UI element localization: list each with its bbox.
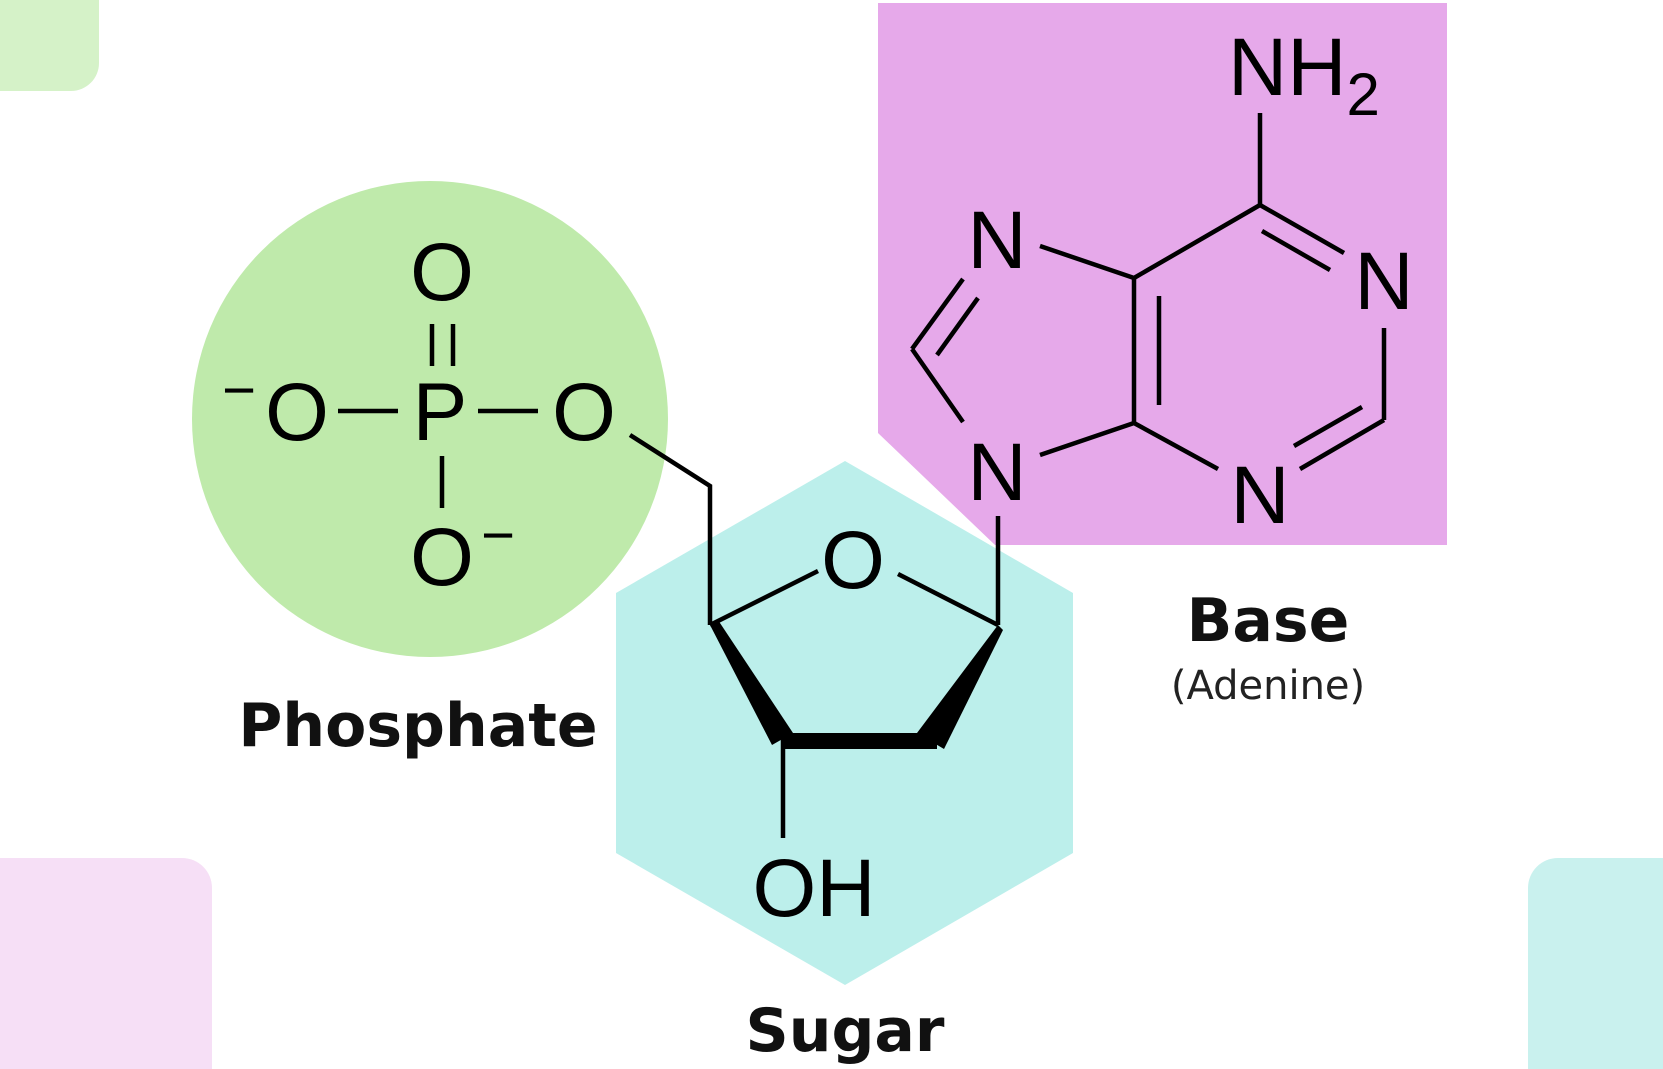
wedge-c4-c3 bbox=[710, 620, 793, 745]
atom-n1: N bbox=[1354, 236, 1413, 327]
bond-c6-n1-inner bbox=[1260, 229, 1332, 272]
bond-ring-o-c1 bbox=[896, 571, 1000, 628]
atoms: O P O − O O − O OH NH2 N N N N bbox=[222, 22, 1414, 934]
label-base: Base bbox=[1187, 586, 1350, 656]
wedge-c2-c1 bbox=[917, 625, 1003, 749]
phosphate-region bbox=[192, 181, 668, 657]
atom-phosphate-left-o: O bbox=[265, 367, 329, 458]
bond-c6-n1 bbox=[1258, 203, 1346, 255]
deco-tile-bottom-right bbox=[1528, 858, 1663, 1069]
atom-n3: N bbox=[1230, 450, 1289, 541]
atom-ring-o: O bbox=[821, 515, 885, 606]
bond-c5-n7 bbox=[1039, 243, 1135, 281]
atom-amine: NH2 bbox=[1228, 22, 1380, 128]
bond-c5-c6 bbox=[1132, 203, 1262, 280]
bond-o-ch2-c4 bbox=[628, 433, 713, 625]
label-base-name: (Adenine) bbox=[1171, 663, 1365, 709]
sugar-region bbox=[616, 461, 1073, 985]
label-phosphate: Phosphate bbox=[238, 691, 597, 761]
charge-phosphate-left: − bbox=[222, 358, 256, 423]
atom-phosphate-bottom-o: O bbox=[410, 512, 474, 603]
bonds bbox=[338, 113, 1387, 838]
atom-amine-subscript: 2 bbox=[1346, 61, 1379, 128]
bond-n7-c8-inner bbox=[935, 296, 980, 357]
bond-c2-n3 bbox=[1298, 418, 1386, 471]
bond-c2-n3-inner bbox=[1292, 405, 1364, 448]
atom-n7: N bbox=[967, 195, 1026, 286]
bond-n7-c8 bbox=[910, 277, 965, 351]
atom-n9: N bbox=[967, 427, 1026, 518]
atom-hydroxyl: OH bbox=[753, 843, 876, 934]
atom-phosphate-right-o: O bbox=[552, 367, 616, 458]
wedge-c3-c2 bbox=[783, 733, 937, 749]
bond-n9-c4b bbox=[1039, 420, 1135, 458]
bond-n3-c4b bbox=[1132, 421, 1220, 471]
atom-phosphorus: P bbox=[413, 367, 468, 458]
bond-c8-n9 bbox=[910, 347, 965, 424]
deco-tile-top-left bbox=[0, 0, 99, 91]
base-region bbox=[878, 3, 1447, 545]
atom-amine-nh: NH bbox=[1228, 22, 1346, 113]
deco-tile-bottom-left bbox=[0, 858, 212, 1069]
charge-phosphate-bottom: − bbox=[481, 503, 515, 568]
label-sugar: Sugar bbox=[746, 996, 945, 1066]
atom-phosphate-top-o: O bbox=[410, 227, 474, 318]
bond-c4-ring-o bbox=[708, 568, 820, 628]
